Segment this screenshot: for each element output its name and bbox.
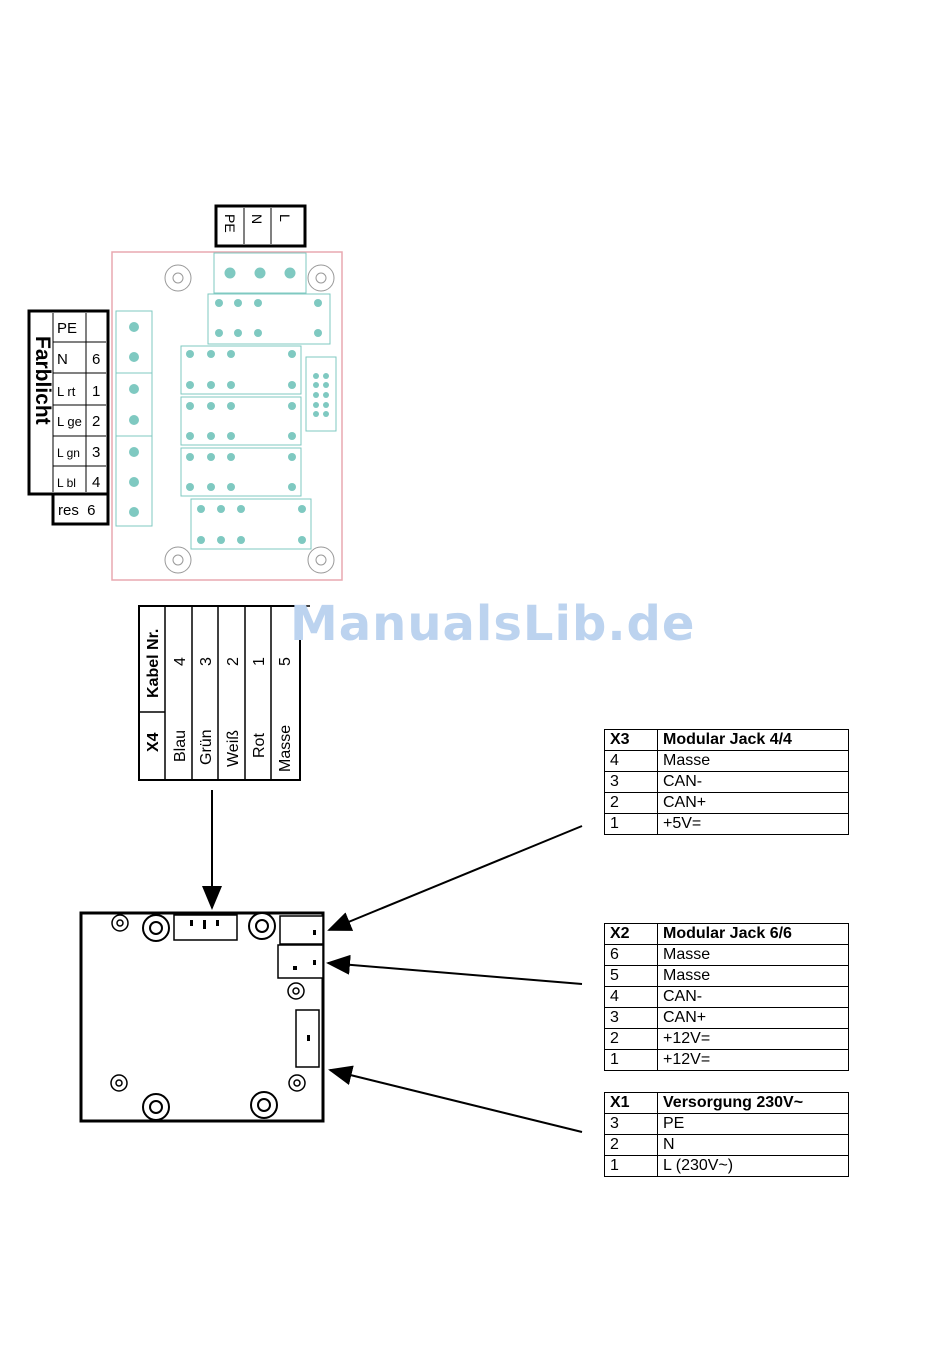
mounting-hole: [165, 265, 334, 573]
farblicht-row-num: 6: [92, 351, 100, 368]
jack-footprint: [306, 357, 336, 431]
mains-label-n: N: [249, 214, 265, 224]
pin-number: 6: [605, 945, 658, 966]
pin-number: 3: [605, 772, 658, 793]
x4-table: X4 Kabel Nr. Blau Grün Weiß Rot Masse 4 …: [130, 600, 310, 790]
table-header-title: Modular Jack 4/4: [658, 730, 849, 751]
pin-number: 2: [605, 1135, 658, 1156]
x4-color: Grün: [198, 729, 215, 765]
farblicht-row-num: 4: [92, 474, 100, 491]
pin-number: 5: [605, 966, 658, 987]
pin-number: 3: [605, 1114, 658, 1135]
output-terminal-block: [116, 311, 152, 526]
farblicht-row-label: L rt: [57, 384, 76, 399]
table-header-title: Versorgung 230V~: [658, 1093, 849, 1114]
pin-signal: Masse: [658, 945, 849, 966]
farblicht-row-label: N: [57, 351, 68, 368]
x4-header-kabel: Kabel Nr.: [145, 629, 162, 698]
farblicht-row-label: PE: [57, 320, 77, 337]
pin-number: 1: [605, 814, 658, 835]
table-row: 1+5V=: [605, 814, 849, 835]
pin-number: 3: [605, 1008, 658, 1029]
x4-color: Masse: [277, 725, 294, 772]
pin-signal: +12V=: [658, 1050, 849, 1071]
pin-signal: Masse: [658, 751, 849, 772]
farblicht-row-num: 1: [92, 383, 100, 400]
pin-signal: CAN+: [658, 793, 849, 814]
x4-num: 1: [251, 657, 268, 666]
x4-color: Weiß: [225, 730, 242, 767]
farblicht-row-label: L ge: [57, 414, 82, 429]
relay: [181, 346, 301, 394]
mains-terminal: [214, 253, 306, 293]
farblicht-title: Farblicht: [31, 336, 54, 425]
pin-signal: CAN+: [658, 1008, 849, 1029]
pin-number: 2: [605, 1029, 658, 1050]
pin-number: 2: [605, 793, 658, 814]
res-label: res 6: [58, 502, 96, 519]
x4-header: X4: [145, 732, 162, 752]
x4-num: 2: [225, 657, 242, 666]
pin-number: 1: [605, 1156, 658, 1177]
pin-signal: PE: [658, 1114, 849, 1135]
pin-signal: +12V=: [658, 1029, 849, 1050]
relay-board-diagram: PE N L Farblicht PE N L rt L ge L gn L b…: [0, 0, 950, 600]
relay: [191, 499, 311, 549]
table-header-id: X1: [605, 1093, 658, 1114]
relay: [208, 294, 330, 344]
farblicht-row-num: 3: [92, 444, 100, 461]
x4-num: 3: [198, 657, 215, 666]
pin-number: 4: [605, 987, 658, 1008]
farblicht-row-label: L bl: [57, 476, 76, 490]
x4-num: 4: [172, 657, 189, 666]
pin-number: 1: [605, 1050, 658, 1071]
farblicht-row-label: L gn: [57, 446, 80, 460]
table-header-id: X3: [605, 730, 658, 751]
pin-number: 4: [605, 751, 658, 772]
pin-signal: Masse: [658, 966, 849, 987]
table-header-id: X2: [605, 924, 658, 945]
farblicht-row-num: 2: [92, 413, 100, 430]
arrow-x2: [328, 963, 582, 984]
relay: [181, 397, 301, 445]
table-header-title: Modular Jack 6/6: [658, 924, 849, 945]
mains-label-pe: PE: [222, 214, 238, 233]
table-row: 1+12V=: [605, 1050, 849, 1071]
watermark: ManualsLib.de: [290, 596, 695, 652]
pin-signal: L (230V~): [658, 1156, 849, 1177]
x4-num: 5: [277, 657, 294, 666]
arrow-x1: [330, 1070, 582, 1132]
pin-signal: N: [658, 1135, 849, 1156]
relay: [181, 448, 301, 496]
pin-signal: CAN-: [658, 987, 849, 1008]
arrow-x3: [329, 826, 582, 930]
pin-signal: +5V=: [658, 814, 849, 835]
x4-color: Blau: [172, 730, 189, 762]
pin-signal: CAN-: [658, 772, 849, 793]
x2-connector: [278, 945, 323, 978]
mains-label-l: L: [277, 214, 293, 222]
x4-color: Rot: [251, 733, 268, 758]
board-outline: [112, 252, 342, 580]
x3-connector: [280, 916, 323, 944]
table-row: 2+12V=: [605, 1029, 849, 1050]
